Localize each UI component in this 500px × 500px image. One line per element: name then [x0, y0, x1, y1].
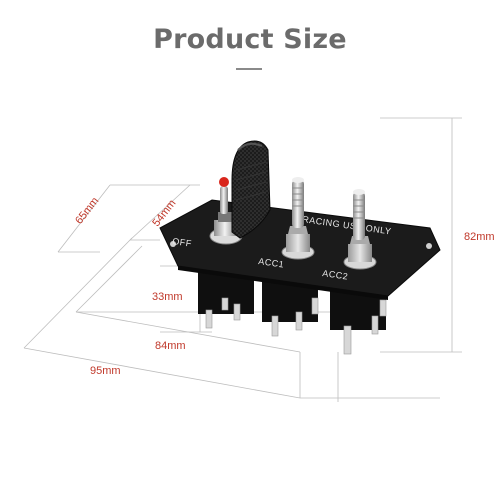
dim-line-95mm — [23, 347, 301, 399]
label-acc2: ACC2 — [322, 268, 349, 282]
covered-toggle-switch — [209, 140, 271, 245]
label-acc1: ACC1 — [258, 256, 285, 270]
label-33mm: 33mm — [152, 291, 183, 303]
carbon-safety-cover — [231, 140, 271, 239]
toggle-switch-acc2 — [343, 189, 377, 270]
page-title: Product Size — [153, 24, 347, 55]
red-led-tip — [219, 177, 229, 187]
dim-line-95mm-ext — [23, 237, 133, 349]
toggle-switch-acc1 — [281, 177, 315, 260]
mount-hole-left — [170, 241, 176, 247]
dim-line-84mm-ext — [75, 245, 143, 313]
label-off: OFF — [172, 236, 193, 249]
label-95mm: 95mm — [90, 365, 121, 377]
mount-hole-right — [426, 243, 432, 249]
dim-line-65mm — [57, 184, 111, 253]
label-82mm: 82mm — [464, 231, 495, 243]
dim-line-84mm — [75, 311, 301, 353]
dimension-lines — [23, 117, 462, 402]
label-65mm: 65mm — [73, 195, 101, 226]
label-84mm: 84mm — [155, 340, 186, 352]
dim-line-54mm — [129, 184, 191, 241]
title-underline — [236, 68, 262, 70]
